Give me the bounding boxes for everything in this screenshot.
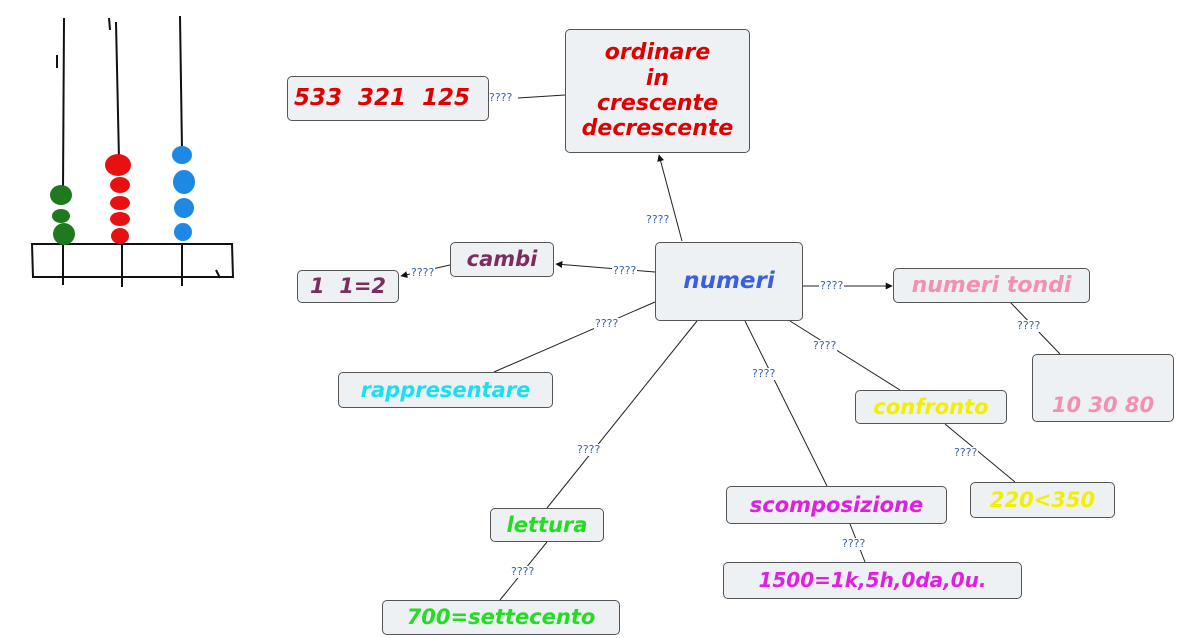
node-scomposizione-label: scomposizione <box>749 492 924 517</box>
bead-green <box>52 209 70 223</box>
link-ordinare-example <box>517 94 566 99</box>
link-label: ???? <box>1016 319 1042 332</box>
node-ordinare-line: in <box>645 65 670 91</box>
abacus-rod-1 <box>62 17 65 191</box>
node-lettura-example-label: 700=settecento <box>406 605 596 630</box>
link-numeri-rappresentare <box>493 301 656 373</box>
abacus-beads-blue <box>172 146 195 241</box>
node-ordinare-line: decrescente <box>581 116 734 142</box>
bead-red <box>110 212 130 226</box>
node-rappresentare-label: rappresentare <box>360 377 531 402</box>
node-scomposizione-example-label: 1500=1k,5h,0da,0u. <box>758 568 987 592</box>
abacus-rod-3 <box>179 15 183 151</box>
link-label: ???? <box>594 317 620 330</box>
bead-red <box>110 177 130 193</box>
link-label: ???? <box>819 279 845 292</box>
node-numeri-tondi-example[interactable]: 10 30 80 <box>1032 354 1174 422</box>
node-numeri-tondi-example-label: 10 30 80 <box>1051 392 1155 417</box>
abacus-beads-green <box>50 185 75 245</box>
link-label: ???? <box>645 213 671 226</box>
link-numeri-ordinare <box>657 154 683 242</box>
node-ordinare-example[interactable]: 533 321 125 <box>287 76 489 121</box>
node-confronto-label: confronto <box>873 394 989 419</box>
link-label: ???? <box>953 446 979 459</box>
bead-blue <box>173 170 195 194</box>
node-cambi-example[interactable]: 1 1=2 <box>297 270 399 303</box>
bead-blue <box>174 223 192 241</box>
link-label: ???? <box>612 264 638 277</box>
link-label: ???? <box>812 339 838 352</box>
bead-green <box>53 223 75 245</box>
node-confronto-example[interactable]: 220<350 <box>970 482 1115 518</box>
node-ordinare-line: crescente <box>597 91 718 116</box>
link-label: ???? <box>576 443 602 456</box>
node-ordinare[interactable]: ordinare in crescente decrescente <box>565 29 750 153</box>
connections <box>400 94 1061 601</box>
link-confronto-example <box>944 423 1016 483</box>
link-label: ???? <box>410 266 436 279</box>
node-cambi-label: cambi <box>466 247 538 272</box>
node-ordinare-line: ordinare <box>604 40 711 66</box>
bead-blue <box>172 146 192 164</box>
node-numeri-tondi[interactable]: numeri tondi <box>893 268 1090 303</box>
link-numeri-cambi <box>555 261 656 273</box>
node-scomposizione[interactable]: scomposizione <box>726 486 947 524</box>
node-cambi[interactable]: cambi <box>450 242 554 277</box>
node-numeri-label: numeri <box>683 268 775 295</box>
link-label: ???? <box>841 537 867 550</box>
abacus-beads-red <box>105 154 131 244</box>
bead-red <box>111 228 129 244</box>
node-cambi-example-label: 1 1=2 <box>309 274 387 299</box>
bead-blue <box>174 198 194 218</box>
link-label: ???? <box>510 565 536 578</box>
node-lettura-example[interactable]: 700=settecento <box>382 600 620 635</box>
node-ordinare-example-label: 533 321 125 <box>294 85 471 112</box>
node-confronto[interactable]: confronto <box>855 390 1007 424</box>
link-numeri-confronto <box>789 320 901 391</box>
bead-green <box>50 185 72 205</box>
link-numeri-scomposizione <box>744 320 828 487</box>
bead-red <box>110 196 130 210</box>
link-label: ???? <box>751 367 777 380</box>
node-rappresentare[interactable]: rappresentare <box>338 372 553 408</box>
abacus-base <box>30 243 235 278</box>
node-scomposizione-example[interactable]: 1500=1k,5h,0da,0u. <box>723 562 1022 599</box>
node-numeri[interactable]: numeri <box>655 242 803 321</box>
abacus-rod-2 <box>115 21 120 161</box>
node-lettura[interactable]: lettura <box>490 508 604 542</box>
link-label: ???? <box>488 91 514 104</box>
node-numeri-tondi-label: numeri tondi <box>911 272 1072 298</box>
abacus-drawing <box>30 15 235 287</box>
bead-red <box>105 154 131 176</box>
link-numeri-lettura <box>546 320 698 509</box>
node-lettura-label: lettura <box>506 512 588 537</box>
node-confronto-example-label: 220<350 <box>989 487 1096 512</box>
